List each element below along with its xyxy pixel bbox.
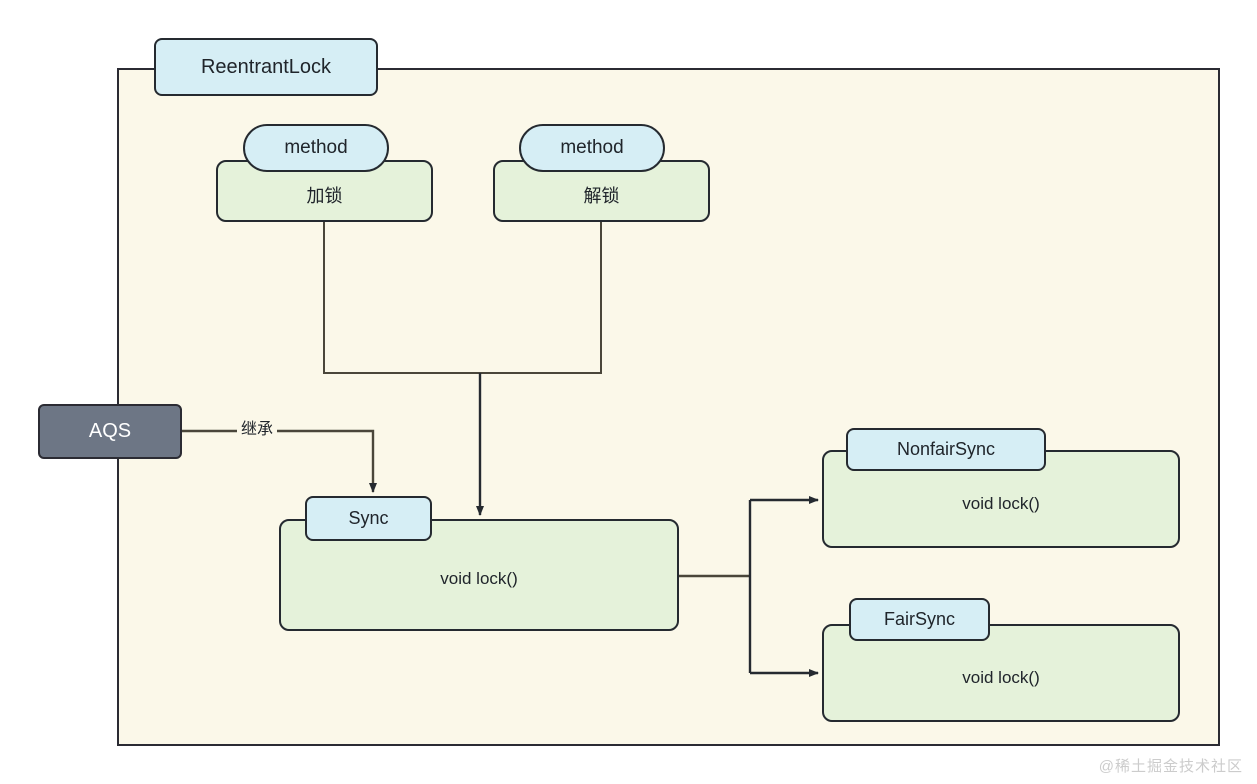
node-fairsync-header[interactable]: FairSync [849,598,990,641]
watermark-text: @稀土掘金技术社区 [1098,758,1243,775]
edge-unlock-to-sync [480,222,602,374]
node-sync-method-label: void lock() [440,569,518,588]
node-nonfairsync-header[interactable]: NonfairSync [846,428,1046,471]
node-aqs[interactable]: AQS [38,404,182,459]
node-lock-method-label: 加锁 [306,186,343,206]
edge-label-inherit: 继承 [237,420,278,441]
node-nonfairsync-method-label: void lock() [962,494,1040,513]
class-header-reentrantlock[interactable]: ReentrantLock [154,38,378,96]
edge-aqs-inherits-sync [182,429,377,493]
node-sync-header[interactable]: Sync [305,496,432,541]
edge-lock-to-sync [323,222,480,374]
node-lock-method-header[interactable]: method [243,124,389,172]
node-unlock-method-header[interactable]: method [519,124,665,172]
node-unlock-method-label: 解锁 [583,186,620,206]
node-fairsync-method-label: void lock() [962,668,1040,687]
